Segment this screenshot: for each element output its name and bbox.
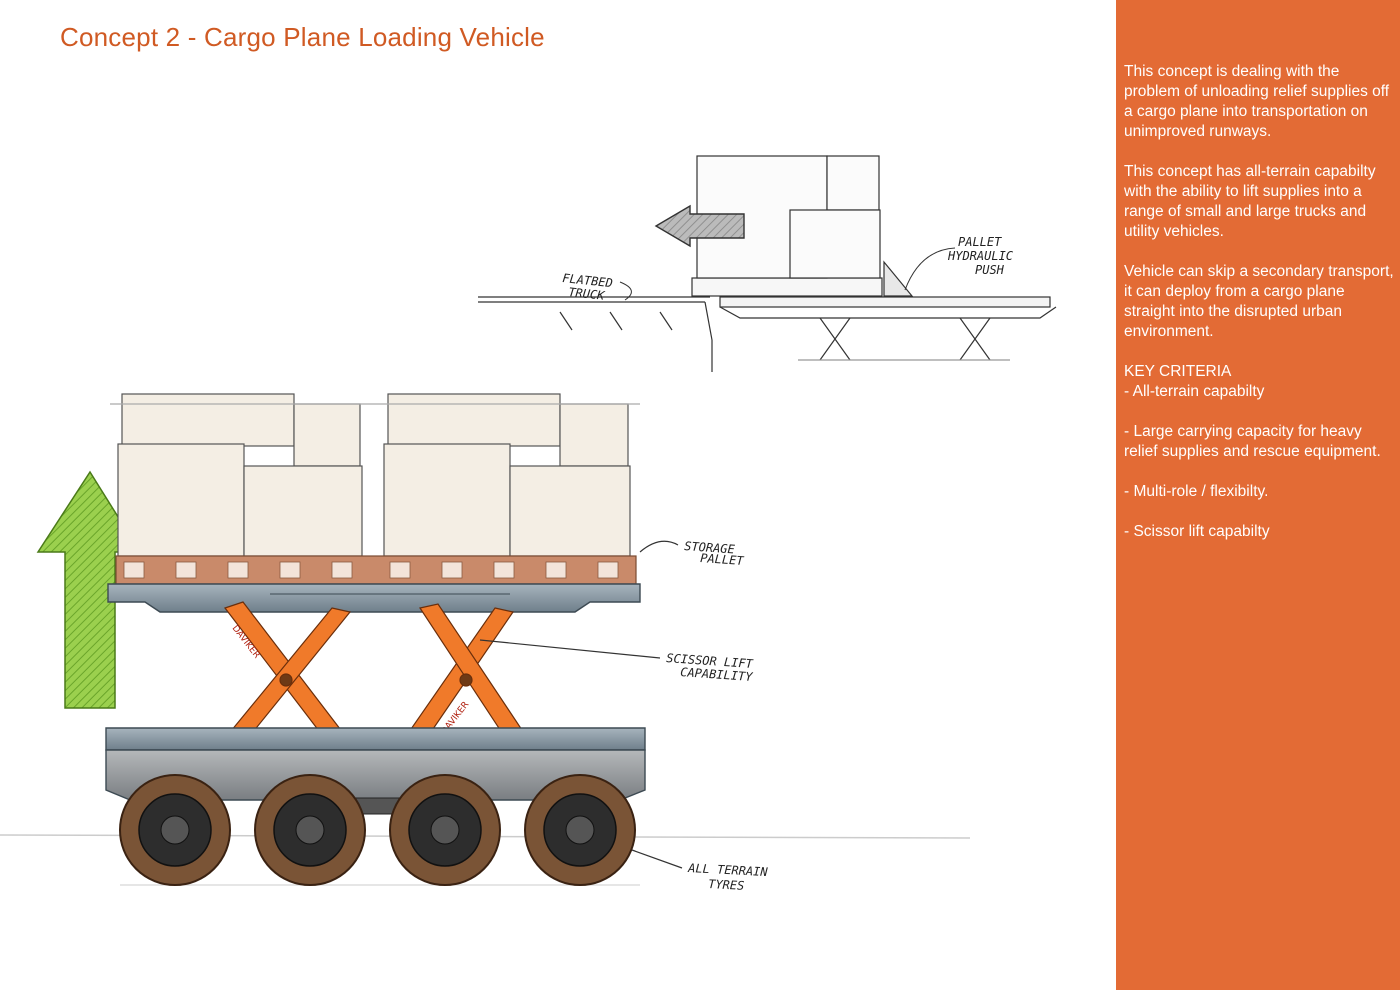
description-text: This concept is dealing with the problem…: [1124, 62, 1394, 562]
description-paragraph: Vehicle can skip a secondary transport, …: [1124, 262, 1394, 342]
svg-text:PALLET: PALLET: [958, 235, 1002, 249]
svg-text:HYDRAULIC: HYDRAULIC: [947, 249, 1014, 263]
cargo-boxes: [110, 394, 640, 556]
wheel: [120, 775, 230, 885]
svg-text:TRUCK: TRUCK: [568, 285, 606, 303]
wheel: [525, 775, 635, 885]
description-paragraph: This concept has all-terrain capabilty w…: [1124, 162, 1394, 242]
key-criteria-item: - Multi-role / flexibilty.: [1124, 482, 1394, 502]
scissor-lift: DAVIKER DAVIKER: [222, 602, 530, 748]
wheel: [390, 775, 500, 885]
all-terrain-annotation: ALL TERRAIN TYRES: [632, 850, 769, 893]
storage-pallet-annotation: STORAGE PALLET: [640, 539, 745, 568]
pallet-push-annotation: PALLET HYDRAULIC PUSH: [905, 235, 1014, 290]
scissor-lift-annotation: SCISSOR LIFT CAPABILITY: [480, 640, 754, 684]
flatbed-truck-annotation: FLATBED TRUCK: [562, 271, 632, 303]
wheel: [255, 775, 365, 885]
svg-text:TYRES: TYRES: [708, 877, 745, 893]
unloading-sketch: [478, 156, 1056, 372]
storage-pallet: [116, 556, 636, 584]
key-criteria-item: - Large carrying capacity for heavy reli…: [1124, 422, 1394, 462]
svg-text:ALL TERRAIN: ALL TERRAIN: [687, 861, 769, 879]
description-paragraph: This concept is dealing with the problem…: [1124, 62, 1394, 142]
description-panel: This concept is dealing with the problem…: [1116, 0, 1400, 990]
key-criteria-heading: KEY CRITERIA: [1124, 362, 1394, 382]
key-criteria-item: - Scissor lift capabilty: [1124, 522, 1394, 542]
svg-text:PUSH: PUSH: [975, 263, 1005, 277]
upper-deck: [108, 584, 640, 612]
svg-text:PALLET: PALLET: [700, 551, 745, 568]
concept-sketch: FLATBED TRUCK PALLET HYDRAULIC PUSH: [0, 0, 1116, 990]
key-criteria-item: - All-terrain capabilty: [1124, 382, 1394, 402]
